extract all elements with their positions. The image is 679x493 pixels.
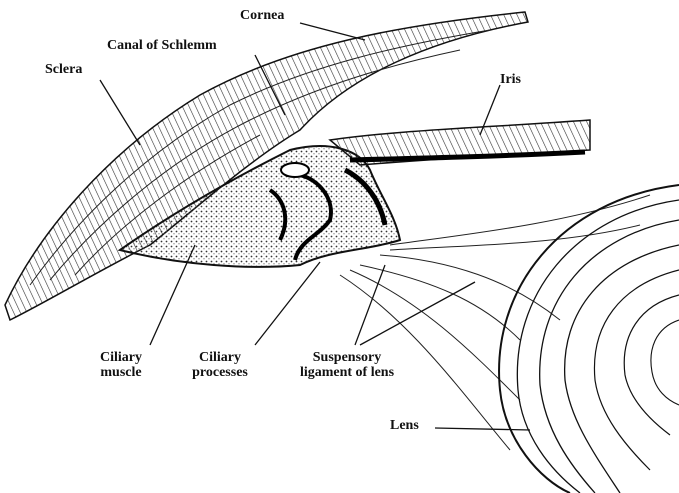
lens-structure: [499, 185, 679, 493]
label-ciliary-processes-line1: Ciliary: [180, 350, 260, 365]
label-ciliary-processes: Ciliary processes: [180, 350, 260, 380]
ciliary-processes-leader: [255, 262, 320, 345]
label-canal-of-schlemm: Canal of Schlemm: [107, 38, 217, 53]
sclera-leader: [100, 80, 140, 145]
label-lens: Lens: [390, 418, 419, 433]
label-ciliary-muscle-line1: Ciliary: [86, 350, 156, 365]
label-cornea: Cornea: [240, 8, 284, 23]
cornea-leader: [300, 23, 365, 40]
iris-tissue: [330, 120, 590, 165]
label-suspensory-ligament: Suspensory ligament of lens: [282, 350, 412, 380]
lens-leader: [435, 428, 530, 430]
suspensory-leader-2: [360, 282, 475, 345]
canal-of-schlemm-opening: [281, 163, 309, 177]
label-suspensory-ligament-line2: ligament of lens: [282, 365, 412, 380]
label-suspensory-ligament-line1: Suspensory: [282, 350, 412, 365]
label-ciliary-processes-line2: processes: [180, 365, 260, 380]
label-iris: Iris: [500, 72, 521, 87]
label-ciliary-muscle: Ciliary muscle: [86, 350, 156, 380]
label-ciliary-muscle-line2: muscle: [86, 365, 156, 380]
label-sclera: Sclera: [45, 62, 82, 77]
